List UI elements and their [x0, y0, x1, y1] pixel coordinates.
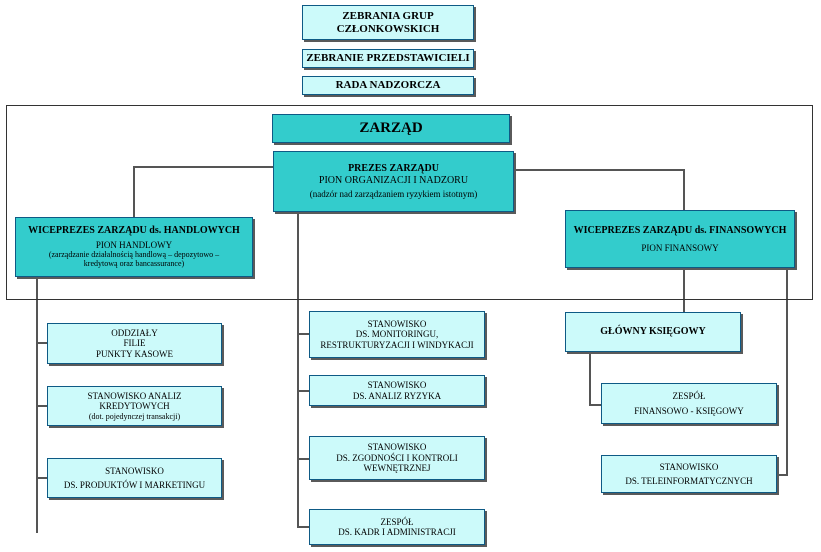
node-line: ZESPÓŁ	[380, 516, 414, 527]
node-line: STANOWISKO	[367, 442, 427, 453]
node-line: CZŁONKOWSKICH	[336, 22, 440, 35]
node-zarzad: ZARZĄD	[272, 114, 510, 143]
node-line: DS. TELEINFORMATYCZNYCH	[625, 475, 753, 486]
node-line: GŁÓWNY KSIĘGOWY	[600, 326, 706, 338]
node-line: RADA NADZORCZA	[335, 79, 441, 92]
node-line: FILIE	[123, 338, 146, 349]
node-line: STANOWISKO	[659, 462, 719, 473]
node-wiceprezes-handlowy: WICEPREZES ZARZĄDU ds. HANDLOWYCH PION H…	[15, 217, 253, 277]
connector-prezes-spine	[297, 212, 309, 528]
node-line: WEWNĘTRZNEJ	[363, 463, 431, 474]
node-line: DS. ZGODNOŚCI I KONTROLI	[336, 452, 458, 463]
node-line: DS. MONITORINGU,	[355, 329, 439, 340]
node-stanowisko-monitoringu: STANOWISKO DS. MONITORINGU, RESTRUKTURYZ…	[309, 311, 485, 358]
connector-prezes-to-wice-finanse	[514, 169, 685, 210]
node-line: DS. PRODUKTÓW I MARKETINGU	[63, 480, 206, 490]
node-zespol-finansowo-ksiegowy: ZESPÓŁ FINANSOWO - KSIĘGOWY	[601, 383, 777, 424]
node-line: STANOWISKO	[367, 380, 427, 391]
node-zebranie-przedstawicieli: ZEBRANIE PRZEDSTAWICIELI	[302, 49, 474, 68]
node-line: RESTRUKTURYZACJI I WINDYKACJI	[320, 339, 474, 350]
node-line: ZARZĄD	[359, 119, 423, 136]
connector-finanse-to-teleinfo	[776, 268, 788, 476]
node-stanowisko-produktow-marketingu: STANOWISKO DS. PRODUKTÓW I MARKETINGU	[47, 458, 222, 498]
node-stanowisko-teleinformatycznych: STANOWISKO DS. TELEINFORMATYCZNYCH	[601, 455, 777, 493]
node-line: (nadzór nad zarządzaniem ryzykiem istotn…	[309, 189, 478, 200]
node-line: WICEPREZES ZARZĄDU ds. FINANSOWYCH	[573, 225, 787, 237]
node-line: KREDYTOWYCH	[99, 401, 170, 412]
node-stanowisko-analiz-kredytowych: STANOWISKO ANALIZ KREDYTOWYCH (dot. poje…	[47, 386, 222, 426]
zarzad-frame	[6, 105, 813, 300]
node-line: ZEBRANIE PRZEDSTAWICIELI	[306, 52, 470, 65]
node-line: DS. KADR I ADMINISTRACJI	[338, 527, 456, 537]
node-line: PUNKTY KASOWE	[96, 348, 173, 359]
connector-prezes-to-wice-handel	[133, 166, 273, 217]
connector-ksiegowy-to-zespol	[589, 352, 601, 406]
node-line: PION HANDLOWY	[95, 239, 173, 250]
node-line: WICEPREZES ZARZĄDU ds. HANDLOWYCH	[28, 225, 240, 237]
node-rada-nadzorcza: RADA NADZORCZA	[302, 76, 474, 95]
node-stanowisko-analiz-ryzyka: STANOWISKO DS. ANALIZ RYZYKA	[309, 375, 485, 406]
node-line: ZEBRANIA GRUP	[342, 9, 434, 22]
node-stanowisko-zgodnosci: STANOWISKO DS. ZGODNOŚCI I KONTROLI WEWN…	[309, 436, 485, 480]
node-line: PION ORGANIZACJI I NADZORU	[318, 174, 469, 186]
node-line: ZESPÓŁ	[672, 391, 706, 402]
node-line: STANOWISKO ANALIZ	[87, 391, 182, 402]
node-zebrania-grup-czlonkowskich: ZEBRANIA GRUP CZŁONKOWSKICH	[302, 5, 474, 40]
node-line: ODDZIAŁY	[111, 327, 158, 338]
node-line: (zarządzanie działalnością handlową – de…	[48, 250, 220, 260]
node-wiceprezes-finansowy: WICEPREZES ZARZĄDU ds. FINANSOWYCH PION …	[565, 210, 795, 268]
node-line: STANOWISKO	[367, 318, 427, 329]
node-line: (dot. pojedynczej transakcji)	[88, 411, 181, 421]
node-line: DS. ANALIZ RYZYKA	[352, 390, 442, 401]
node-zespol-kadr: ZESPÓŁ DS. KADR I ADMINISTRACJI	[309, 509, 485, 545]
node-line: PREZES ZARZĄDU	[348, 163, 439, 175]
node-line: PION FINANSOWY	[641, 242, 719, 253]
node-oddzialy: ODDZIAŁY FILIE PUNKTY KASOWE	[47, 323, 222, 364]
node-line: kredytową oraz bancassurance)	[83, 259, 185, 269]
node-prezes-zarzadu: PREZES ZARZĄDU PION ORGANIZACJI I NADZOR…	[273, 151, 514, 212]
node-line: STANOWISKO	[105, 465, 164, 476]
node-line: FINANSOWO - KSIĘGOWY	[634, 405, 744, 416]
node-glowny-ksiegowy: GŁÓWNY KSIĘGOWY	[565, 312, 741, 352]
